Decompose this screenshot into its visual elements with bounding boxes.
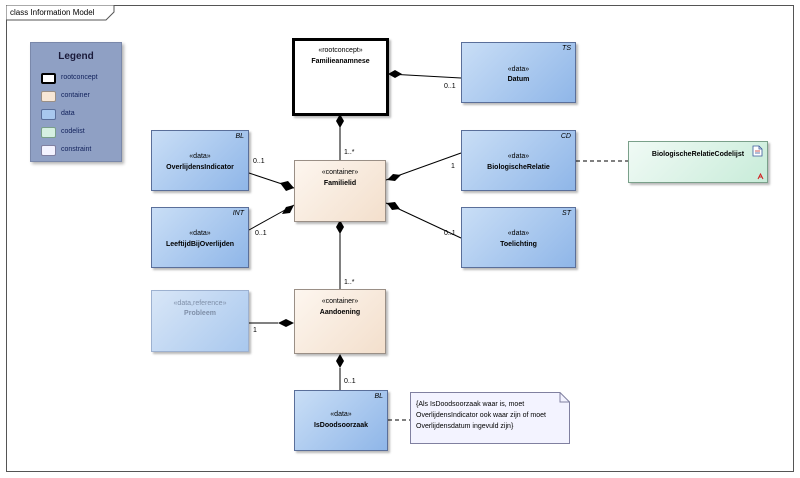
class-biologischerelatie[interactable]: CD «data» BiologischeRelatie [461,130,576,191]
multiplicity-biologischerelatie: 1 [451,163,455,170]
class-name: BiologischeRelatieCodelijst [651,151,745,158]
document-icon [752,145,763,157]
composition-diamond [387,174,401,181]
stereotype: «data» [189,230,211,237]
class-leeftijdbijoverlijden[interactable]: INT «data» LeeftijdBijOverlijden [151,207,249,268]
legend-swatch [41,109,56,120]
class-name: Familielid [323,180,357,187]
legend-swatch [41,73,56,84]
composition-diamond [388,70,402,78]
legend-swatch [41,127,56,138]
class-familieanamnese[interactable]: «rootconcept» Familieanamnese [292,38,389,116]
type-tag: TS [562,45,571,52]
class-familielid[interactable]: «container» Familielid [294,160,386,222]
codelist-marker-icon [757,173,764,180]
multiplicity-isdoodsoorzaak: 0..1 [344,378,356,385]
stereotype: «data,reference» [173,300,227,307]
legend-label: codelist [61,128,85,135]
composition-diamond [387,202,400,210]
legend-label: rootconcept [61,74,98,81]
stereotype: «container» [321,169,359,176]
composition-diamond [282,205,294,214]
composition-diamond [336,114,344,128]
type-tag: CD [560,133,571,140]
composition-diamond [336,354,344,368]
multiplicity-familielid: 1..* [344,149,355,156]
legend: Legend rootconcept container data codeli… [30,42,122,162]
class-name: BiologischeRelatie [487,164,550,171]
multiplicity-toelichting: 0..1 [444,230,456,237]
class-overlijdensindicator[interactable]: BL «data» OverlijdensIndicator [151,130,249,191]
stereotype: «data» [330,411,352,418]
legend-swatch [41,145,56,156]
type-tag: BL [374,393,383,400]
frame-tab [6,5,115,21]
type-tag: BL [235,133,244,140]
legend-label: constraint [61,146,92,153]
multiplicity-leeftijd: 0..1 [255,230,267,237]
class-toelichting[interactable]: ST «data» Toelichting [461,207,576,268]
stereotype: «data» [507,230,530,237]
legend-swatch [41,91,56,102]
legend-title: Legend [58,51,94,62]
class-probleem[interactable]: «data,reference» Probleem [151,290,249,352]
class-name: LeeftijdBijOverlijden [165,241,235,248]
constraint-note[interactable]: {Als IsDoodsoorzaak waar is, moet Overli… [410,392,570,444]
class-isdoodsoorzaak[interactable]: BL «data» IsDoodsoorzaak [294,390,388,451]
class-aandoening[interactable]: «container» Aandoening [294,289,386,354]
stereotype: «data» [189,153,211,160]
class-name: Probleem [184,310,216,317]
constraint-note-shape [410,392,570,444]
type-tag: ST [562,210,571,217]
stereotype: «data» [507,66,530,73]
composition-diamond [278,319,294,327]
composition-diamond [280,181,294,191]
class-name: IsDoodsoorzaak [313,422,369,429]
multiplicity-probleem: 1 [253,327,257,334]
constraint-text: {Als IsDoodsoorzaak waar is, moet Overli… [416,401,546,430]
class-name: Aandoening [319,309,361,316]
frame-title: class Information Model [10,8,95,17]
class-biologischerelatiecodelijst[interactable]: BiologischeRelatieCodelijst [628,141,768,183]
multiplicity-aandoening: 1..* [344,279,355,286]
stereotype: «data» [507,153,530,160]
type-tag: INT [232,210,244,217]
stereotype: «rootconcept» [318,47,363,54]
class-name: Familieanamnese [311,58,370,65]
class-name: Toelichting [500,241,537,248]
legend-label: container [61,92,90,99]
class-datum[interactable]: TS «data» Datum [461,42,576,103]
legend-label: data [61,110,75,117]
class-name: OverlijdensIndicator [166,164,234,171]
multiplicity-datum: 0..1 [444,83,456,90]
class-name: Datum [507,76,530,83]
stereotype: «container» [321,298,359,305]
composition-diamond [336,220,344,234]
multiplicity-overlijdensindicator: 0..1 [253,158,265,165]
diagram-frame [6,5,794,472]
